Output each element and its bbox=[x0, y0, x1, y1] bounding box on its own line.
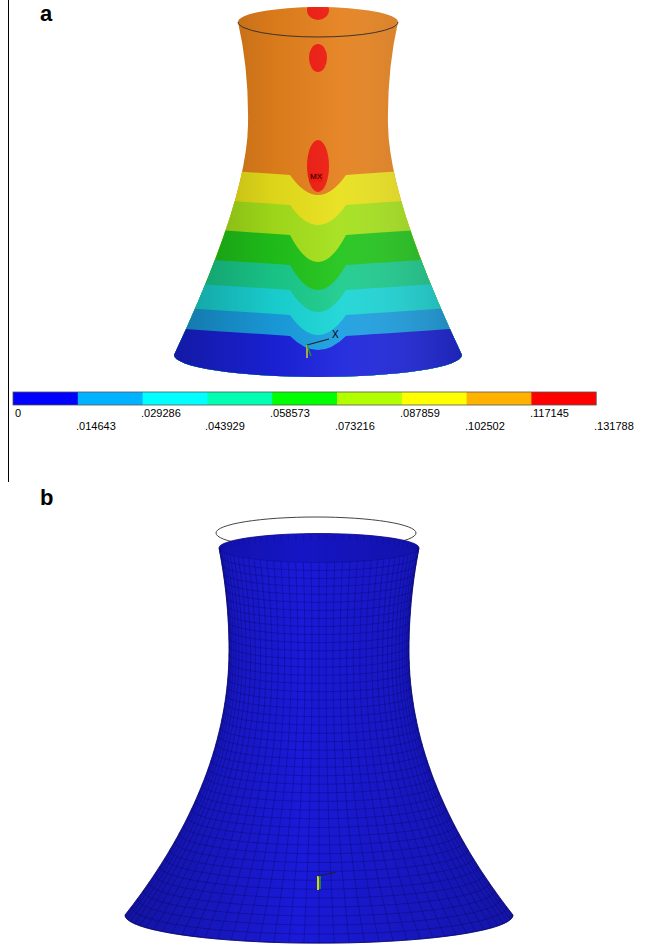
rim-line bbox=[238, 22, 398, 37]
panel-label: b bbox=[40, 486, 53, 510]
scale-value: .073216 bbox=[335, 420, 375, 432]
axis-triad bbox=[307, 339, 329, 358]
scale-value: .131788 bbox=[594, 420, 634, 432]
scale-value: .102502 bbox=[465, 420, 505, 432]
contour-band bbox=[140, 0, 500, 420]
scale-value: .014643 bbox=[76, 420, 116, 432]
scale-value: 0 bbox=[15, 407, 21, 419]
frame-line bbox=[8, 0, 9, 482]
panel-label: a bbox=[40, 2, 52, 26]
tower-surface bbox=[125, 534, 513, 944]
color-bar bbox=[13, 392, 596, 405]
shading bbox=[125, 534, 513, 944]
scale-value: .058573 bbox=[270, 407, 310, 419]
scale-value: .029286 bbox=[141, 407, 181, 419]
axis-label: X bbox=[332, 329, 339, 340]
scale-value: .043929 bbox=[205, 420, 245, 432]
max-marker: MX bbox=[309, 173, 323, 182]
shading bbox=[160, 0, 484, 420]
contour-plot bbox=[140, 0, 500, 420]
scale-value: .087859 bbox=[400, 407, 440, 419]
axis-triad bbox=[318, 872, 336, 890]
mesh-plot bbox=[125, 534, 513, 944]
scale-value: .117145 bbox=[530, 407, 569, 419]
